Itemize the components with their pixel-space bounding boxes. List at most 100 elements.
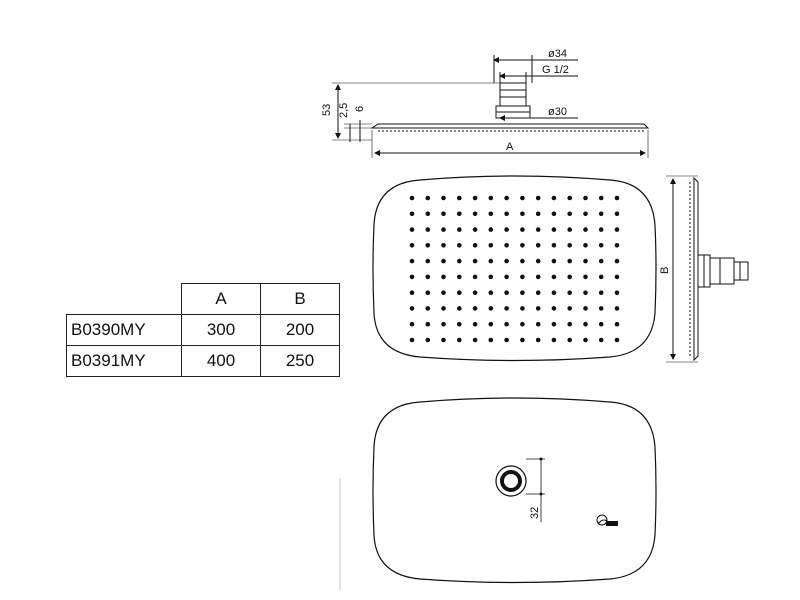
nozzle-dot: [504, 321, 509, 327]
nozzle-dot: [535, 195, 541, 201]
nozzle-dot: [457, 195, 462, 201]
right-side-view: [666, 175, 749, 363]
nozzle-dot: [425, 306, 431, 311]
nozzle-dot: [520, 227, 525, 232]
nozzle-dot: [551, 306, 557, 311]
nozzle-dot: [614, 321, 620, 327]
nozzle-dot: [488, 211, 494, 217]
nozzle-dot: [535, 258, 541, 264]
nozzle-dot: [488, 195, 494, 201]
nozzle-dot: [520, 321, 525, 327]
nozzle-dot: [457, 211, 462, 217]
label-depth-b: B: [659, 267, 671, 274]
back-view: 32: [339, 397, 657, 590]
right-connector-body: [709, 257, 735, 285]
nozzle-dot: [472, 211, 478, 217]
nozzle-dot: [488, 337, 494, 343]
nozzle-dot: [551, 321, 557, 327]
nozzle-dot: [457, 290, 462, 296]
nozzle-dot: [488, 290, 494, 296]
connector-body: [499, 82, 527, 108]
nozzle-dot: [520, 195, 525, 201]
nozzle-dot: [504, 290, 509, 296]
nozzle-dot: [598, 227, 604, 232]
nozzle-dot: [598, 337, 604, 343]
nozzle-dot: [583, 243, 588, 248]
nozzle-dot: [551, 227, 557, 232]
nozzle-dot: [409, 337, 415, 343]
nozzle-dot: [614, 337, 620, 343]
nozzle-dot: [488, 306, 494, 311]
nozzle-dot: [457, 243, 462, 248]
nozzle-dot: [504, 227, 509, 232]
nozzle-dot: [504, 195, 509, 201]
nozzle-dot: [441, 227, 446, 232]
right-plate: [693, 176, 699, 362]
table-cell-model: B0390MY: [66, 314, 182, 346]
nozzle-dot: [567, 274, 572, 280]
table-cell-b: 200: [260, 314, 340, 346]
nozzle-dot: [598, 258, 604, 264]
nozzle-dot: [520, 258, 525, 264]
nozzle-dot: [567, 306, 572, 311]
nozzle-dot: [409, 243, 415, 248]
nozzle-dot: [567, 243, 572, 248]
nozzle-dot: [583, 306, 588, 311]
nozzle-dot: [614, 195, 620, 201]
nozzle-dot: [425, 274, 431, 280]
nozzle-dot: [535, 306, 541, 311]
nozzle-dot: [457, 227, 462, 232]
nozzle-dot: [567, 211, 572, 217]
table-row: B0391MY 400 250: [66, 345, 340, 377]
nozzle-dot: [488, 274, 494, 280]
nozzle-dot: [520, 243, 525, 248]
nozzle-dot: [441, 243, 446, 248]
top-view: [372, 175, 657, 362]
nozzle-dot: [441, 258, 446, 264]
nozzle-dot: [441, 337, 446, 343]
nozzle-dot: [441, 290, 446, 296]
nozzle-dot: [551, 290, 557, 296]
nozzle-dot: [614, 227, 620, 232]
nozzle-dot: [567, 258, 572, 264]
nozzle-dot: [583, 290, 588, 296]
nozzle-dot: [598, 211, 604, 217]
nozzle-dot: [583, 321, 588, 327]
nozzle-dot: [425, 243, 431, 248]
table-cell-model: B0391MY: [66, 345, 182, 377]
table-header-blank: [66, 283, 182, 315]
nozzle-dot: [535, 290, 541, 296]
label-thread: G 1/2: [542, 64, 569, 76]
nozzle-dot: [425, 321, 431, 327]
nozzle-dot: [504, 306, 509, 311]
nozzle-dot: [567, 290, 572, 296]
nozzle-dot: [614, 211, 620, 217]
nozzle-dot: [441, 274, 446, 280]
table-cell-b: 250: [260, 345, 340, 377]
nozzle-dot: [504, 211, 509, 217]
nozzle-dot: [409, 321, 415, 327]
table-header-b: B: [260, 283, 340, 315]
nozzle-dot: [614, 274, 620, 280]
label-width-a: A: [506, 141, 514, 153]
nozzle-dot: [472, 258, 478, 264]
nozzle-dot: [551, 211, 557, 217]
nozzle-dot: [598, 306, 604, 311]
nozzle-dot: [551, 258, 557, 264]
nozzle-dot: [520, 274, 525, 280]
nozzle-dot: [425, 195, 431, 201]
label-flange: ø30: [548, 106, 567, 118]
nozzle-dot: [457, 337, 462, 343]
nozzle-dot: [551, 274, 557, 280]
nozzle-dot: [472, 274, 478, 280]
nozzle-dot: [504, 337, 509, 343]
nozzle-dot: [535, 274, 541, 280]
nozzle-dot: [504, 258, 509, 264]
nozzle-dot: [520, 306, 525, 311]
nozzle-dot: [535, 227, 541, 232]
nozzle-dot: [583, 337, 588, 343]
nozzle-dot: [488, 321, 494, 327]
nozzle-dot: [583, 258, 588, 264]
nozzle-dot: [425, 258, 431, 264]
nozzle-dot: [472, 227, 478, 232]
